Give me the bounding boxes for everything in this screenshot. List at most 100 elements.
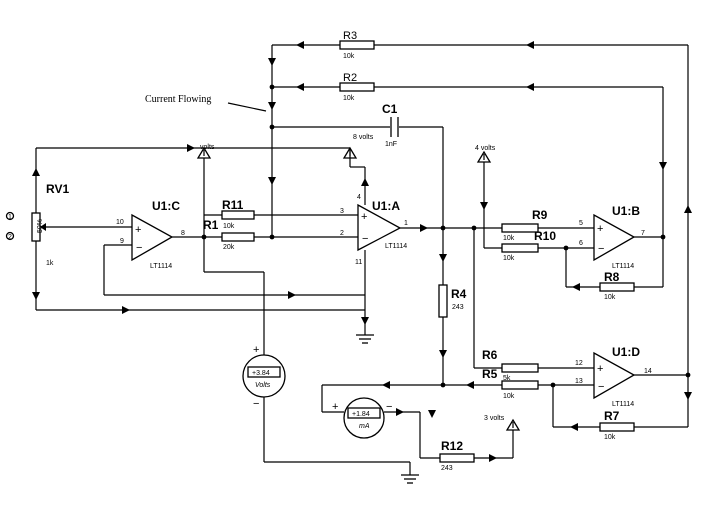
- resistor-r10: R10 10k: [501, 229, 556, 262]
- u1a-pin-vminus: 11: [355, 259, 362, 266]
- resistor-r4: R4 243: [438, 284, 467, 318]
- svg-text:+: +: [597, 223, 603, 235]
- ammeter-plus: +: [332, 401, 338, 413]
- r9-ref: R9: [532, 208, 548, 222]
- ammeter-reading: +1.84: [352, 411, 370, 418]
- r8-value: 10k: [604, 294, 616, 301]
- r11-ref: R11: [222, 198, 244, 212]
- rv1-ref: RV1: [46, 182, 69, 196]
- u1a-pin-out: 1: [404, 220, 408, 227]
- u1d-pin-out: 14: [644, 368, 652, 375]
- source-4v-label: 4 volts: [475, 145, 496, 152]
- resistor-r6: R6 5k: [482, 348, 539, 382]
- ammeter-minus: −: [386, 401, 392, 413]
- voltmeter: +3.84 Volts + −: [242, 344, 286, 410]
- current-arrows: [32, 41, 692, 462]
- u1a-part: LT1114: [385, 243, 407, 250]
- svg-text:+: +: [597, 363, 603, 375]
- resistor-r3: R3 10k: [339, 30, 375, 60]
- u1b-pin-out: 7: [641, 230, 645, 237]
- u1c-pin-minus: 9: [120, 238, 124, 245]
- opamp-u1c: + − U1:C LT1114 10 9 8: [116, 199, 185, 270]
- svg-text:−: −: [362, 233, 368, 245]
- u1d-pin-minus: 13: [575, 378, 583, 385]
- r6-ref: R6: [482, 348, 498, 362]
- voltmeter-minus: −: [253, 398, 259, 410]
- r12-ref: R12: [441, 439, 463, 453]
- u1b-pin-plus: 5: [579, 220, 583, 227]
- resistor-r1: R1 20k: [203, 218, 255, 251]
- opamp-u1b: + − U1:B LT1114 5 6 7: [579, 204, 645, 270]
- u1c-ref: U1:C: [152, 199, 180, 213]
- ammeter-unit: mA: [359, 423, 370, 430]
- ammeter: +1.84 mA + −: [332, 397, 392, 439]
- rv1-mark: 50%: [37, 219, 44, 233]
- svg-text:−: −: [598, 243, 604, 255]
- voltmeter-unit: Volts: [255, 382, 271, 389]
- source-8v: 8 volts: [342, 134, 374, 159]
- svg-text:−: −: [598, 381, 604, 393]
- r12-value: 243: [441, 465, 453, 472]
- resistor-r9: R9 10k: [501, 208, 548, 242]
- r3-ref: R3: [343, 30, 357, 42]
- source-small: volts: [196, 144, 215, 167]
- u1b-part: LT1114: [612, 263, 634, 270]
- resistor-r7: R7 10k: [599, 409, 635, 441]
- r1-value: 20k: [223, 244, 235, 251]
- opamp-u1a: + − U1:A LT1114 3 2 1 4 11: [340, 194, 408, 266]
- r8-ref: R8: [604, 270, 620, 284]
- u1c-pin-out: 8: [181, 230, 185, 237]
- svg-text:+: +: [135, 224, 141, 236]
- c1-value: 1nF: [385, 141, 397, 148]
- r7-ref: R7: [604, 409, 620, 423]
- r5-value: 10k: [503, 393, 515, 400]
- rv1-value: 1k: [46, 260, 54, 267]
- capacitor-c1: C1 1nF: [382, 102, 399, 148]
- r7-value: 10k: [604, 434, 616, 441]
- r9-value: 10k: [503, 235, 515, 242]
- resistor-r2: R2 10k: [339, 72, 375, 102]
- u1c-part: LT1114: [150, 263, 172, 270]
- voltmeter-reading: +3.84: [252, 370, 270, 377]
- rv1-pin-2: 2: [8, 234, 12, 241]
- u1a-pin-minus: 2: [340, 230, 344, 237]
- u1d-part: LT1114: [612, 401, 634, 408]
- u1b-ref: U1:B: [612, 204, 640, 218]
- source-8v-label: 8 volts: [353, 134, 374, 141]
- r3-value: 10k: [343, 53, 355, 60]
- voltmeter-plus: +: [253, 344, 259, 356]
- u1a-pin-vplus: 4: [357, 194, 361, 201]
- r10-value: 10k: [503, 255, 515, 262]
- r4-value: 243: [452, 304, 464, 311]
- u1a-ref: U1:A: [372, 199, 400, 213]
- source-small-label: volts: [200, 144, 215, 151]
- source-4v: 4 volts: [475, 145, 496, 163]
- r6-value: 5k: [503, 375, 511, 382]
- u1d-pin-plus: 12: [575, 360, 583, 367]
- r2-ref: R2: [343, 72, 357, 84]
- u1d-ref: U1:D: [612, 345, 640, 359]
- source-3v-label: 3 volts: [484, 415, 505, 422]
- r10-ref: R10: [534, 229, 556, 243]
- resistor-r11: R11 10k: [221, 198, 255, 230]
- r2-value: 10k: [343, 95, 355, 102]
- svg-text:−: −: [136, 242, 142, 254]
- r5-ref: R5: [482, 367, 498, 381]
- r4-ref: R4: [451, 287, 467, 301]
- u1b-pin-minus: 6: [579, 240, 583, 247]
- resistor-r12: R12 243: [439, 439, 475, 472]
- u1a-pin-plus: 3: [340, 208, 344, 215]
- junction-dots: [201, 84, 691, 388]
- current-flowing-annotation: Current Flowing: [145, 94, 211, 105]
- potentiometer-rv1: RV1 1k 50% 1 2: [5, 182, 69, 267]
- resistor-r8: R8 10k: [599, 270, 635, 301]
- rv1-pin-1: 1: [8, 214, 12, 221]
- ground-voltmeter: [401, 474, 419, 484]
- resistor-r5: R5 10k: [482, 367, 539, 400]
- source-3v: 3 volts: [484, 415, 521, 431]
- svg-text:+: +: [361, 211, 367, 223]
- u1c-pin-plus: 10: [116, 219, 124, 226]
- r1-ref: R1: [203, 218, 219, 232]
